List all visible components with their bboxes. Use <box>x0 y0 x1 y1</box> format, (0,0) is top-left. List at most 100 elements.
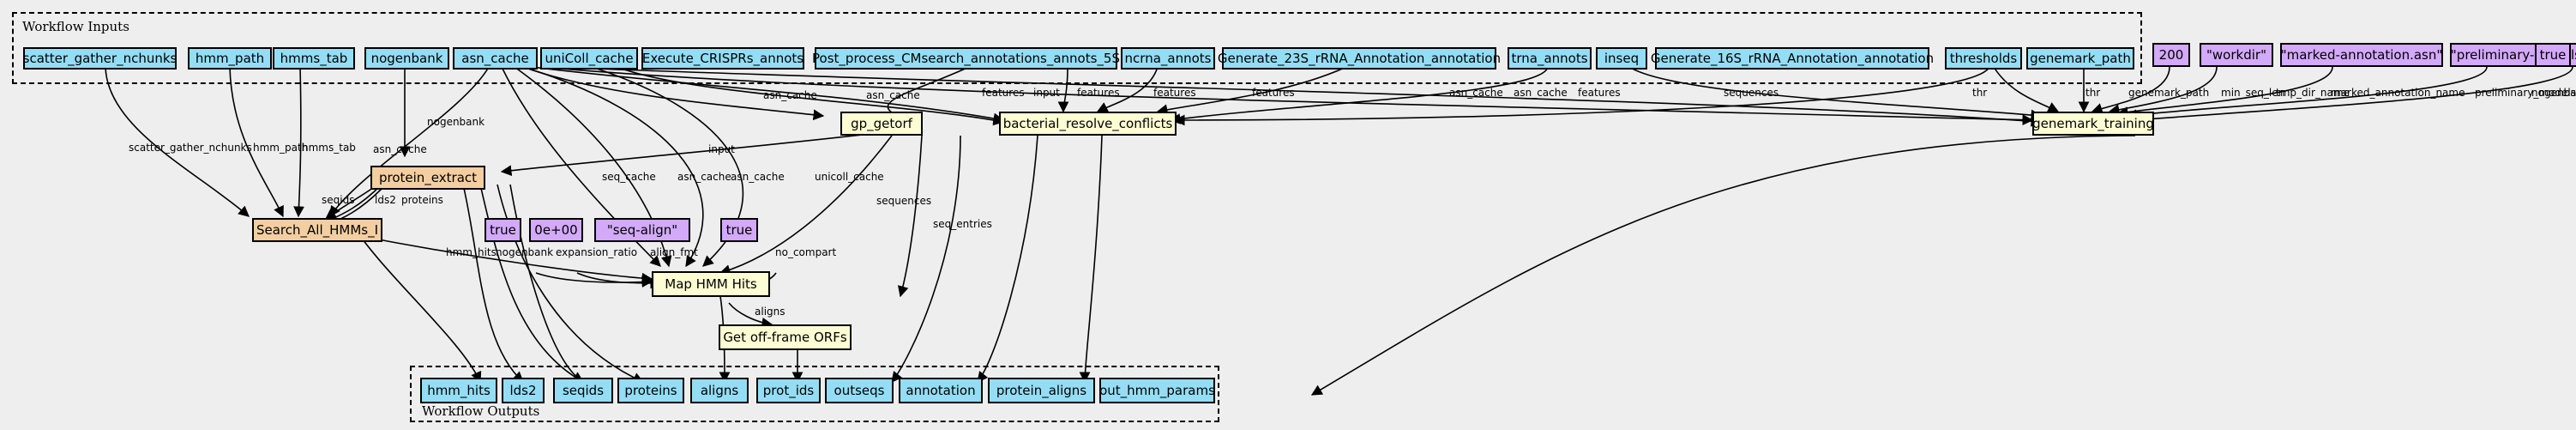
edge-label: hmm_hits <box>446 246 497 258</box>
edge-label: hmm_path <box>253 142 308 154</box>
param-node[interactable]: 200 <box>2152 43 2190 67</box>
param-node[interactable]: "seq-align" <box>594 218 690 242</box>
edge <box>728 302 773 329</box>
edge-label: asn_cache <box>1449 87 1503 99</box>
edge-label: sequences <box>876 195 931 207</box>
edge <box>617 66 1005 126</box>
edge-label: features <box>1252 87 1295 99</box>
subworkflow-node[interactable]: Search_All_HMMs_I <box>252 218 382 242</box>
edge-label: tmp_dir_name <box>2276 87 2350 99</box>
input-node[interactable]: inseq <box>1596 47 1647 70</box>
input-node[interactable]: scatter_gather_nchunks <box>23 47 177 70</box>
edge <box>462 184 524 383</box>
edge <box>1173 66 1990 126</box>
output-node[interactable]: seqids <box>553 378 613 403</box>
cluster-title: Workflow Inputs <box>22 19 129 34</box>
output-node[interactable]: annotation <box>899 378 983 403</box>
edge-label: asn_cache <box>866 89 920 101</box>
param-node[interactable]: true <box>2535 43 2571 67</box>
edge <box>329 66 490 218</box>
edge <box>229 66 284 218</box>
param-node[interactable]: 0e+00 <box>529 218 583 242</box>
output-node[interactable]: protein_aligns <box>988 378 1095 403</box>
edge-label: scatter_gather_nchunks <box>129 142 252 154</box>
edge <box>1169 66 1549 124</box>
param-node[interactable]: true <box>485 218 521 242</box>
edge <box>293 66 304 218</box>
edge <box>898 135 923 298</box>
input-node[interactable]: trna_annots <box>1508 47 1592 70</box>
edge-label: thr <box>2085 87 2100 99</box>
edge-label: no_compart <box>775 246 836 258</box>
subworkflow-node[interactable]: protein_extract <box>370 166 485 190</box>
edge-label: lds2 <box>375 194 396 206</box>
edge-label: seq_cache <box>602 171 656 183</box>
edge-label: genemark_path <box>2128 87 2209 99</box>
input-node[interactable]: nogenbank <box>364 47 449 70</box>
param-node[interactable]: "workdir" <box>2200 43 2273 67</box>
edge <box>1628 66 2043 121</box>
edge <box>977 135 1038 384</box>
edge <box>891 135 961 384</box>
input-node[interactable]: ncrna_annots <box>1121 47 1215 70</box>
output-node[interactable]: out_hmm_params <box>1099 378 1215 403</box>
edge-label: nogenbank <box>2531 87 2576 99</box>
edge <box>2134 66 2573 125</box>
edge-label: nogenbank <box>496 246 553 258</box>
edge-label: asn_cache <box>677 171 731 183</box>
edge-label: features <box>1077 87 1120 99</box>
edge-label: marked_annotation_name <box>2331 87 2465 99</box>
workflow-outputs-cluster: Workflow Outputs <box>410 366 1219 422</box>
input-node[interactable]: Execute_CRISPRs_annots <box>641 47 804 70</box>
edge-label: aligns <box>755 306 785 318</box>
edge <box>1156 66 1347 116</box>
edge <box>522 66 825 121</box>
param-node[interactable]: "marked-annotation.asn" <box>2280 43 2443 67</box>
edge-label: features <box>982 87 1025 99</box>
output-node[interactable]: outseqs <box>825 378 894 403</box>
edge-label: expansion_ratio <box>556 246 637 258</box>
edge-label: sequences <box>1724 87 1779 99</box>
edge <box>105 66 250 217</box>
edge <box>1993 66 2060 112</box>
edge <box>497 184 645 384</box>
edge-label: features <box>1578 87 1621 99</box>
step-node[interactable]: Map HMM Hits <box>652 271 770 297</box>
step-node[interactable]: genemark_training <box>2032 112 2154 136</box>
step-node[interactable]: bacterial_resolve_conflicts <box>999 112 1177 136</box>
edge <box>535 272 653 288</box>
input-node[interactable]: genemark_path <box>2026 47 2134 70</box>
input-node[interactable]: thresholds <box>1945 47 2022 70</box>
edge <box>548 66 2043 127</box>
input-node[interactable]: Post_process_CMsearch_annotations_annots… <box>812 47 1120 70</box>
output-node[interactable]: prot_ids <box>756 378 821 403</box>
edge-label: asn_cache <box>731 171 785 183</box>
edge-label: input <box>708 143 735 155</box>
edge-label: nogenbank <box>427 116 485 128</box>
input-node[interactable]: hmms_tab <box>273 47 355 70</box>
input-node[interactable]: hmm_path <box>188 47 272 70</box>
cluster-title: Workflow Outputs <box>422 403 540 419</box>
edge <box>479 184 585 383</box>
step-node[interactable]: gp_getorf <box>840 112 923 136</box>
workflow-inputs-cluster: Workflow Inputs <box>12 12 2142 84</box>
output-node[interactable]: proteins <box>617 378 684 403</box>
param-node[interactable]: true <box>720 218 758 242</box>
output-node[interactable]: hmm_hits <box>420 378 497 403</box>
output-node[interactable]: lds2 <box>502 378 545 403</box>
edge <box>2125 66 2488 121</box>
input-node[interactable]: uniColl_cache <box>540 47 638 70</box>
edge-label: proteins <box>401 194 443 206</box>
edge-label: hmms_tab <box>302 142 356 154</box>
input-node[interactable]: asn_cache <box>453 47 538 70</box>
step-node[interactable]: Get off-frame ORFs <box>719 324 852 350</box>
input-node[interactable]: Generate_23S_rRNA_Annotation_annotation <box>1218 47 1501 70</box>
edge-label: seqids <box>322 194 354 206</box>
edge <box>1096 66 1159 112</box>
edge <box>1310 135 2136 396</box>
edge <box>509 184 585 383</box>
input-node[interactable]: Generate_16S_rRNA_Annotation_annotation <box>1651 47 1934 70</box>
edge <box>1057 66 1069 113</box>
output-node[interactable]: aligns <box>690 378 749 403</box>
edge-label: unicoll_cache <box>815 171 884 183</box>
